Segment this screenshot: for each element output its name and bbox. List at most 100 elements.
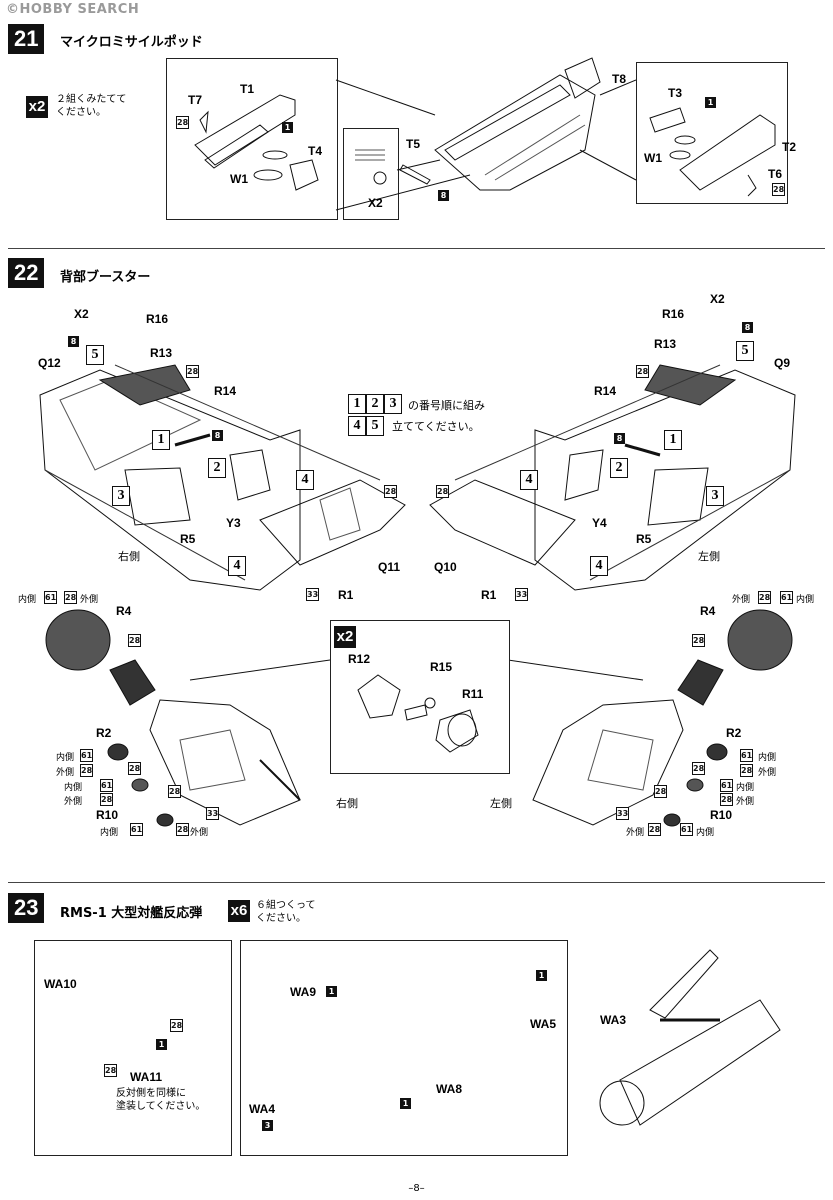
- step21-middle-box: [343, 128, 399, 220]
- order-box-4: 4: [348, 416, 366, 436]
- tag-28-right: 28: [772, 183, 785, 196]
- step23-box2: [240, 940, 568, 1156]
- step21-note: ２組くみたてて ください。: [56, 93, 126, 119]
- label-r5-right: R5: [636, 532, 652, 546]
- left-side-label-top: 左側: [698, 550, 720, 563]
- inner-label-r10-right: 内側: [696, 828, 715, 838]
- label-r15: R15: [430, 660, 453, 674]
- label-r5-left: R5: [180, 532, 196, 546]
- tag-28-booster-right: 28: [692, 634, 705, 647]
- tag-1-wa5: 1: [536, 970, 547, 981]
- tag-61-r4-left: 61: [44, 591, 57, 604]
- step23-title: RMS-1 大型対艦反応弾: [60, 906, 203, 921]
- label-y4: Y4: [592, 516, 607, 530]
- tag-1-right: 1: [705, 97, 716, 108]
- right-booster: [532, 699, 684, 826]
- box3-right: 3: [706, 486, 724, 506]
- label-wa10: WA10: [44, 977, 77, 991]
- outer-label-mid-right: 外側: [736, 797, 755, 807]
- label-r4-right: R4: [700, 604, 716, 618]
- tag-28-mid2-right: 28: [720, 793, 733, 806]
- label-r1-left: R1: [338, 588, 354, 602]
- box5-right: 5: [736, 341, 754, 361]
- tag-28-q10: 28: [436, 485, 449, 498]
- r4-left-nozzle: [45, 609, 111, 671]
- tag-3-wa4: 3: [262, 1120, 273, 1131]
- box4-left-a: 4: [296, 470, 314, 490]
- t4-part: [289, 159, 319, 191]
- tag-28-mid-right: 28: [692, 762, 705, 775]
- step21-left-box: [166, 58, 338, 220]
- tag-28-q11: 28: [384, 485, 397, 498]
- label-wa11: WA11: [130, 1070, 163, 1084]
- label-x2-right: X2: [710, 292, 725, 306]
- label-r10-left: R10: [96, 808, 119, 822]
- step23-multiplier: x6: [228, 900, 250, 922]
- box1-left: 1: [152, 430, 170, 450]
- label-wa8: WA8: [436, 1082, 463, 1096]
- tag-28-r10-right: 28: [648, 823, 661, 836]
- t2-part: [679, 114, 776, 191]
- label-r2-left: R2: [96, 726, 112, 740]
- label-wa4: WA4: [249, 1102, 276, 1116]
- tag-8: 8: [438, 190, 449, 201]
- label-r16-left: R16: [146, 312, 169, 326]
- label-r13-left: R13: [150, 346, 173, 360]
- tag-61-r4-right: 61: [780, 591, 793, 604]
- step21-right-box: [636, 62, 788, 204]
- label-w1-right: W1: [644, 151, 662, 165]
- y3-part: [229, 449, 271, 501]
- tag-28-mid-left: 28: [128, 762, 141, 775]
- tag-61-r2-right: 61: [740, 749, 753, 762]
- label-q10: Q10: [434, 560, 457, 574]
- label-t7: T7: [188, 93, 203, 107]
- wa11-note-line1: 反対側を同様に: [116, 1088, 186, 1099]
- label-q11: Q11: [378, 560, 401, 574]
- label-r11: R11: [462, 687, 484, 701]
- order-box-1: 1: [348, 394, 366, 414]
- t6-part: [747, 174, 757, 197]
- label-t8: T8: [612, 72, 627, 86]
- tag-28-wa11-b: 28: [104, 1064, 117, 1077]
- label-r1-right: R1: [481, 588, 497, 602]
- wa11-note: 反対側を同様に 塗装してください。: [116, 1087, 205, 1113]
- step22-sub-multiplier: x2: [334, 626, 356, 648]
- r10-right: [663, 813, 681, 827]
- tag-33-right: 33: [515, 588, 528, 601]
- step22-title: 背部ブースター: [60, 270, 151, 285]
- page-number: –8–: [408, 1183, 425, 1194]
- tag-28-r2-right: 28: [740, 764, 753, 777]
- tag-28-r2-left: 28: [80, 764, 93, 777]
- step22-number: 22: [8, 258, 45, 288]
- outer-label-r2-right: 外側: [758, 768, 777, 778]
- t8-assembly: [434, 74, 596, 191]
- label-wa3: WA3: [600, 1013, 627, 1027]
- tag-61-mid-left: 61: [100, 779, 113, 792]
- inner-label-r2-left: 内側: [56, 753, 75, 763]
- left-side-label-lower: 左側: [490, 797, 512, 810]
- r2-right: [706, 743, 728, 761]
- label-r12: R12: [348, 652, 371, 666]
- tag-1-wa8: 1: [400, 1098, 411, 1109]
- outer-label-r10-right: 外側: [626, 828, 645, 838]
- tag-28-mid3-right: 28: [654, 785, 667, 798]
- box4-right-a: 4: [520, 470, 538, 490]
- label-r14-left: R14: [214, 384, 237, 398]
- tag-1-wa11: 1: [156, 1039, 167, 1050]
- tag-33-lower-left: 33: [206, 807, 219, 820]
- w1b-part: [674, 135, 696, 145]
- step23-note-line1: ６組つくって: [256, 900, 316, 911]
- watermark: ©HOBBY SEARCH: [6, 2, 140, 17]
- step22-instruction-line2: 立ててください。: [392, 420, 480, 433]
- outer-label-r4-right: 外側: [732, 595, 751, 605]
- tag-28-q9: 28: [636, 365, 649, 378]
- box4-right-b: 4: [590, 556, 608, 576]
- t3-part: [649, 107, 686, 133]
- tag-8-left: 8: [68, 336, 79, 347]
- label-r10-right: R10: [710, 808, 733, 822]
- tag-28-mid3-left: 28: [168, 785, 181, 798]
- step23-note-line2: ください。: [256, 913, 306, 924]
- t5-part: [399, 164, 431, 185]
